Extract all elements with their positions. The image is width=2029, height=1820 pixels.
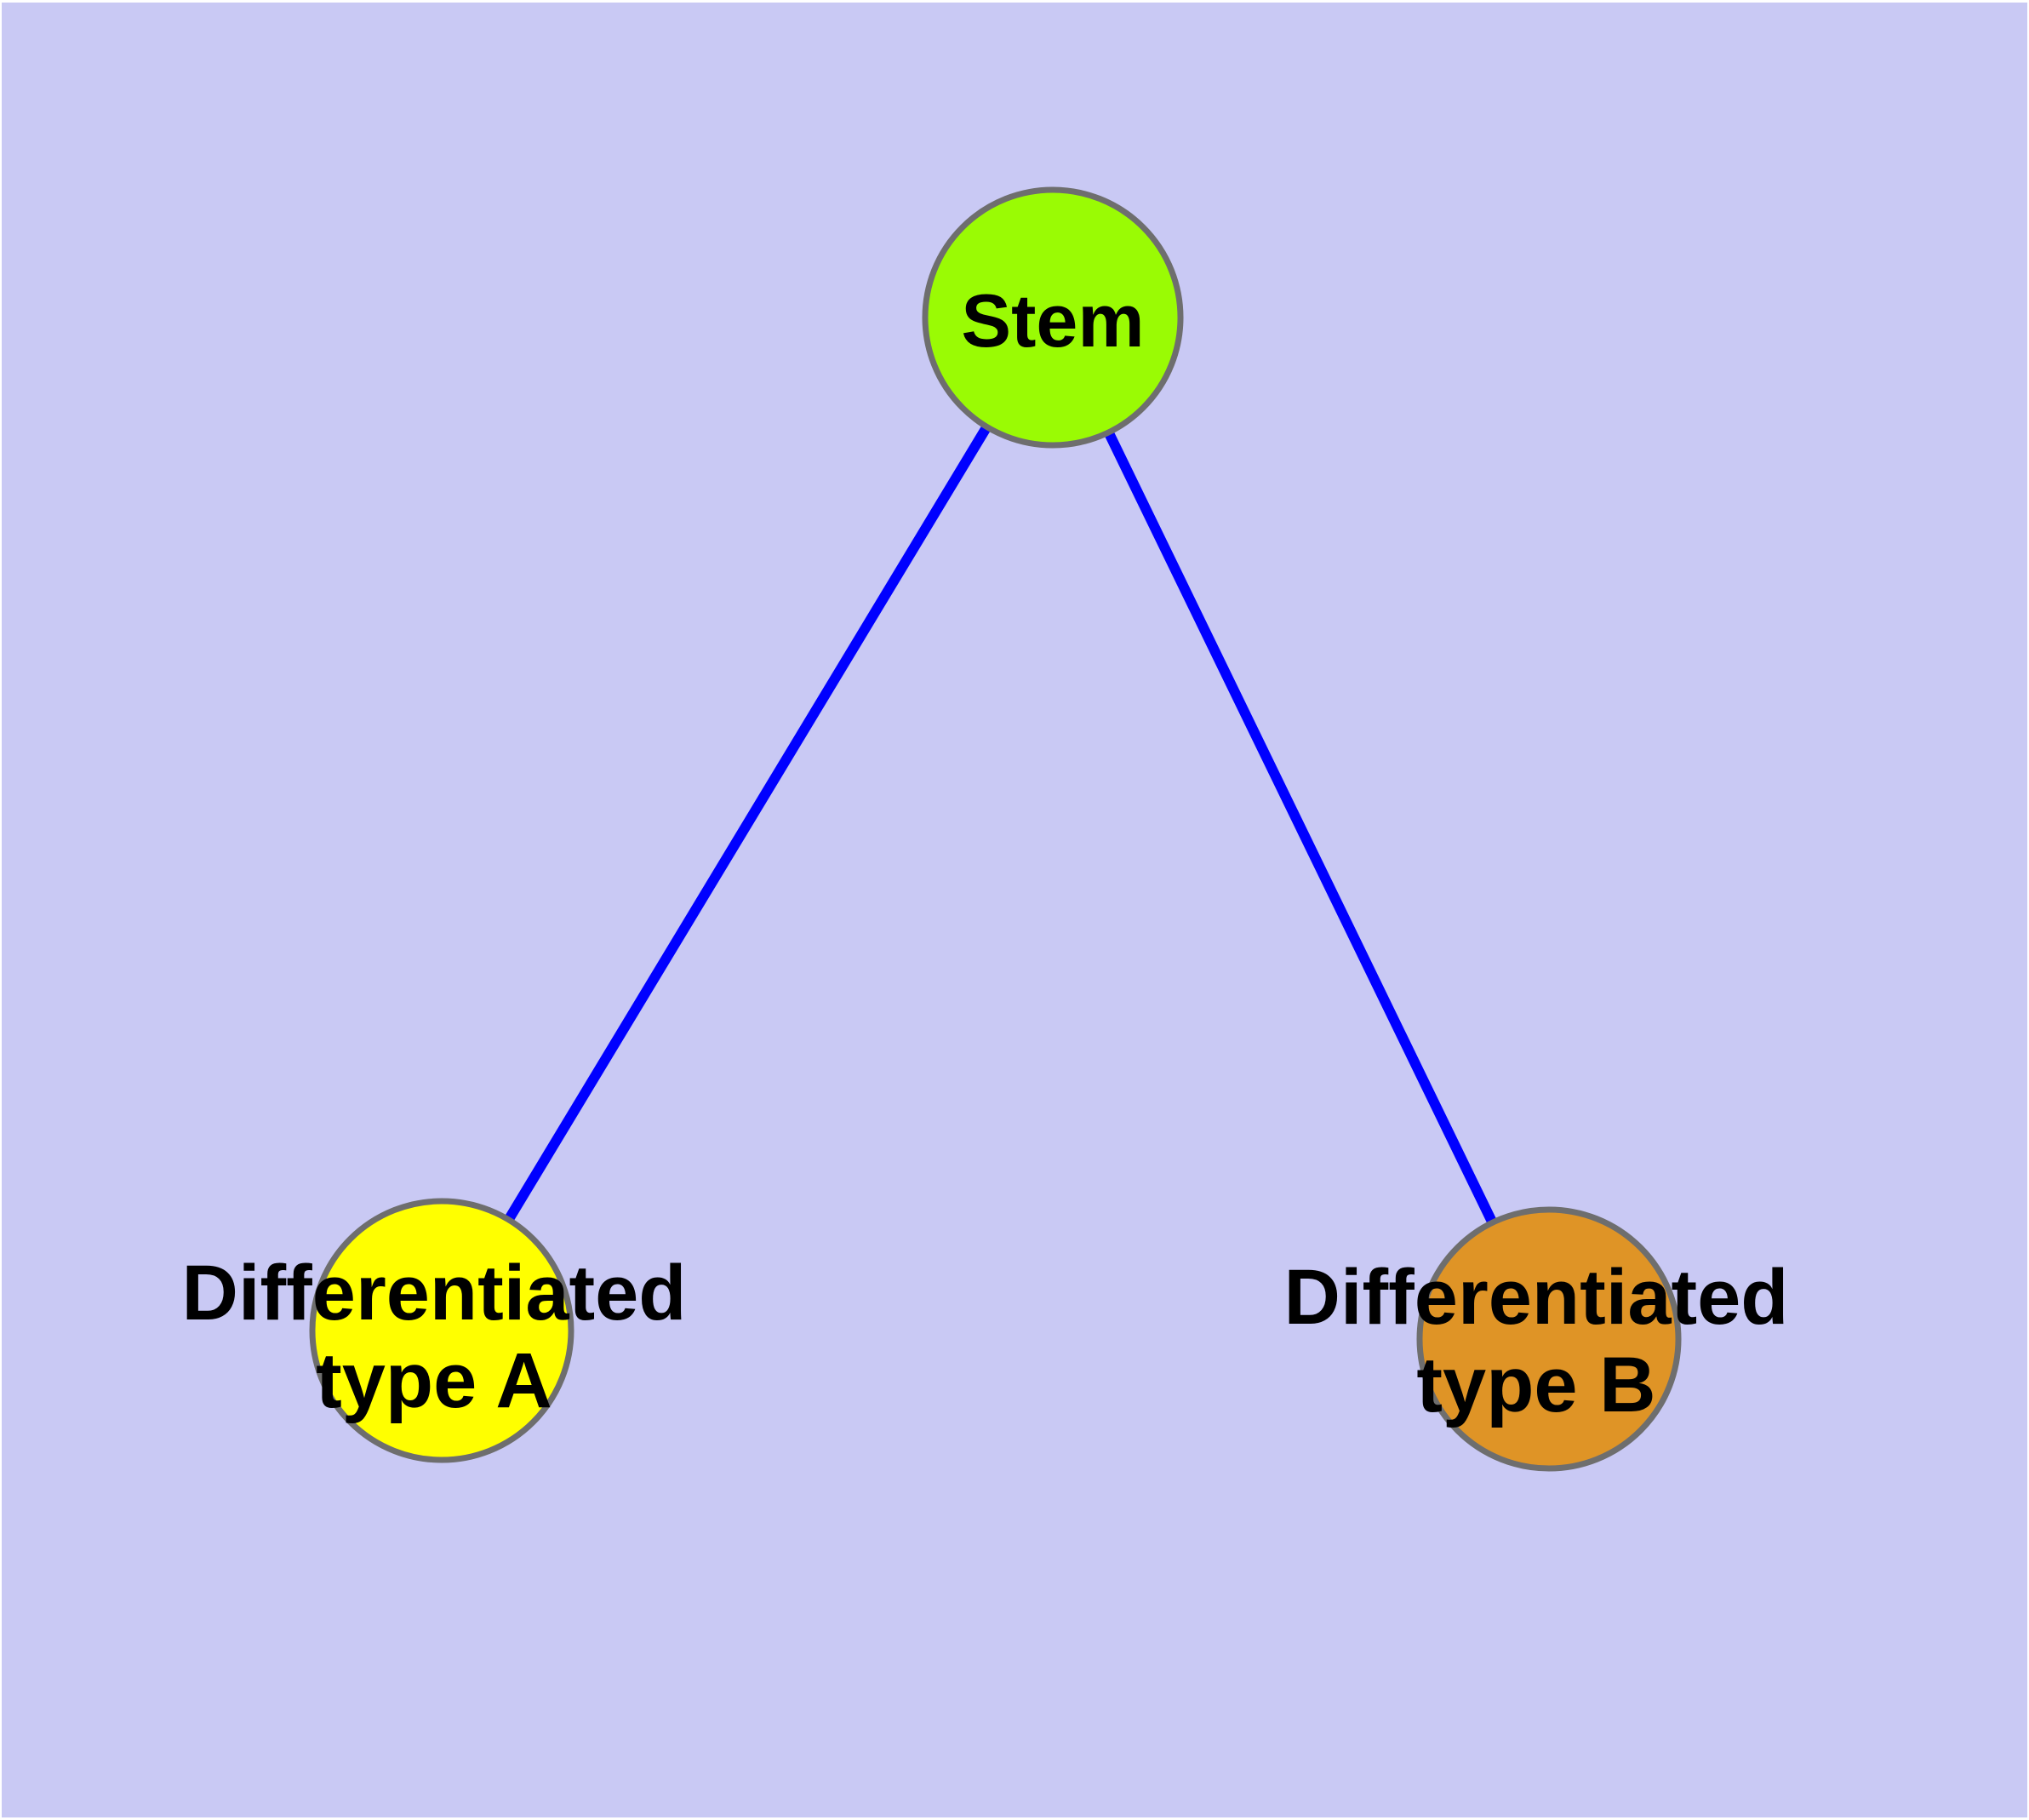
node-type-b-label-line-2: type B: [1416, 1342, 1655, 1428]
node-differentiated-type-b: [1416, 1206, 1682, 1472]
node-type-a-label-line-1: Differentiated: [182, 1250, 687, 1336]
edge-stem-to-type-b: [1048, 315, 1554, 1342]
node-type-b-label-line-1: Differentiated: [1284, 1254, 1789, 1341]
edge-stem-to-type-a: [437, 314, 1058, 1334]
node-differentiated-type-a: [309, 1198, 574, 1463]
node-stem-label: Stem: [961, 278, 1144, 363]
node-stem: [922, 186, 1184, 449]
node-type-a-label-line-2: type A: [316, 1337, 552, 1424]
